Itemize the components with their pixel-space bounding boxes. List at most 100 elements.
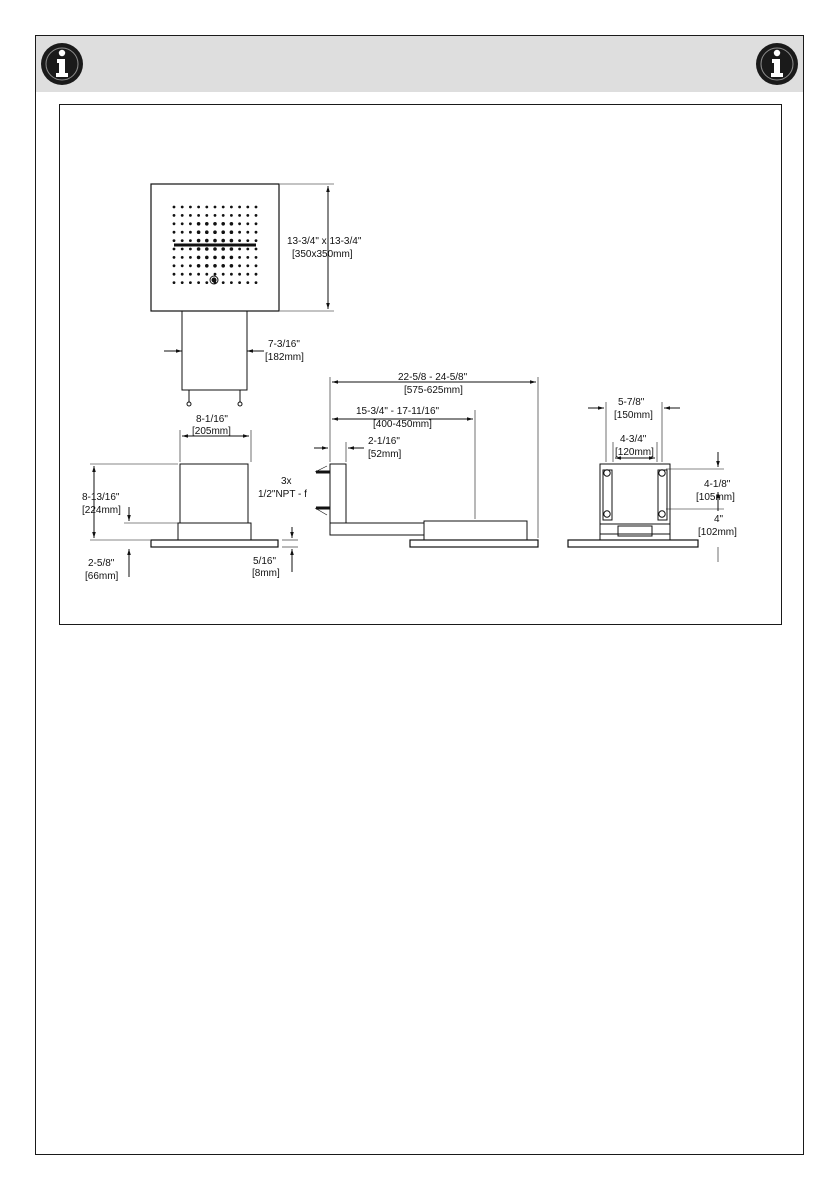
nozzle-dot (213, 239, 217, 243)
nozzle-dot (197, 256, 201, 260)
nozzle-dot (213, 230, 217, 234)
nozzle-dot (213, 222, 217, 226)
base-height-label: 2-5/8" (88, 558, 115, 569)
nozzle-dot (181, 206, 184, 209)
nozzle-dot (197, 281, 200, 284)
nozzle-dot (197, 230, 201, 234)
nozzle-dot (205, 273, 208, 276)
dimension-drawing: 13-3/4" x 13-3/4" [350x350mm] 7-3/16" [1… (60, 105, 783, 626)
mount-hole (604, 511, 610, 517)
front-plate (151, 540, 278, 547)
nozzle-dot (230, 206, 233, 209)
connection-thread-label: 1/2"NPT - f (258, 489, 307, 500)
front-body (180, 464, 248, 523)
nozzle-dot (255, 214, 258, 217)
nozzle-dot (173, 281, 176, 284)
rear-lower-label: 4" (714, 514, 724, 525)
nozzle-dot (214, 273, 217, 276)
nozzle-dot (173, 222, 176, 225)
nozzle-dot (238, 281, 241, 284)
nozzle-dot (205, 222, 209, 226)
nozzle-dot (173, 231, 176, 234)
nozzle-dot (255, 206, 258, 209)
nozzle-dot (181, 231, 184, 234)
wall-depth-label-mm: [52mm] (368, 449, 402, 460)
nozzle-dot (246, 206, 249, 209)
nozzle-dot (246, 231, 249, 234)
nozzle-dot (189, 281, 192, 284)
nozzle-dot (181, 248, 184, 251)
nozzle-dot (238, 206, 241, 209)
nozzle-dot (222, 214, 225, 217)
nozzle-dot (181, 273, 184, 276)
connection-count-label: 3x (281, 476, 292, 487)
nozzle-dot (173, 239, 176, 242)
rear-inner-label: 4-3/4" (620, 434, 647, 445)
nozzle-dot (181, 239, 184, 242)
arm-length-label: 15-3/4" - 17-11/16" (356, 406, 440, 417)
nozzle-dot (205, 214, 208, 217)
rear-inner-label-mm: [120mm] (615, 447, 654, 458)
wall-depth-label: 2-1/16" (368, 436, 400, 447)
nozzle-dot (181, 264, 184, 267)
nozzle-dot (255, 248, 258, 251)
rear-outer-label: 5-7/8" (618, 397, 645, 408)
nozzle-dot (189, 273, 192, 276)
nozzle-dot (238, 222, 241, 225)
nozzle-dot (173, 248, 176, 251)
nozzle-dot (255, 281, 258, 284)
nozzle-dot (230, 247, 234, 251)
nozzle-dot (205, 230, 209, 234)
rear-outer-label-mm: [150mm] (614, 410, 653, 421)
front-width-label-mm: [205mm] (192, 426, 231, 437)
dimension-drawing-frame: 13-3/4" x 13-3/4" [350x350mm] 7-3/16" [1… (59, 104, 782, 625)
nozzle-dot (189, 248, 192, 251)
top-view (151, 184, 334, 406)
nozzle-dot (205, 256, 209, 260)
nozzle-dot (221, 264, 225, 268)
plate-thickness-label-mm: [8mm] (252, 568, 280, 579)
nozzle-dot (230, 222, 234, 226)
nozzle-dot (238, 239, 241, 242)
nozzle-dot (214, 206, 217, 209)
nozzle-dot (197, 247, 201, 251)
nozzle-dot (205, 239, 209, 243)
nozzle-dot (222, 206, 225, 209)
overall-length-label: 22-5/8 - 24-5/8" (398, 372, 468, 383)
nozzle-dot (189, 214, 192, 217)
nozzle-dot (189, 231, 192, 234)
nozzle-dot (230, 264, 234, 268)
nozzle-dot (213, 264, 217, 268)
rear-plate (568, 540, 698, 547)
nozzle-dot (238, 256, 241, 259)
nozzle-dot (181, 214, 184, 217)
side-plate (410, 540, 538, 547)
nozzle-dot (246, 214, 249, 217)
nozzle-dot (255, 231, 258, 234)
top-pin-left-end (187, 402, 191, 406)
rear-upper-label: 4-1/8" (704, 479, 731, 490)
dimension-labels: 13-3/4" x 13-3/4" [350x350mm] 7-3/16" [1… (82, 236, 737, 582)
nozzle-dot (213, 256, 217, 260)
nozzle-dot (181, 256, 184, 259)
wall-mount (330, 464, 346, 523)
nozzle-dot (197, 214, 200, 217)
nozzle-dot (230, 256, 234, 260)
nozzle-dot (230, 230, 234, 234)
nozzle-dot (181, 281, 184, 284)
nozzle-dot (246, 281, 249, 284)
nozzle-dot (197, 264, 201, 268)
nozzle-dot (246, 239, 249, 242)
nozzle-dot (246, 256, 249, 259)
nozzle-dot (173, 273, 176, 276)
nozzle-dot (238, 264, 241, 267)
overall-length-label-mm: [575-625mm] (404, 385, 463, 396)
mount-hole (659, 470, 665, 476)
rear-upper-label-mm: [105mm] (696, 492, 735, 503)
nozzle-dot (238, 231, 241, 234)
info-icon (40, 42, 84, 86)
nozzle-dot (189, 206, 192, 209)
nozzle-dot (205, 247, 209, 251)
arm-outline (182, 311, 247, 390)
front-height-label: 8-13/16" (82, 492, 120, 503)
